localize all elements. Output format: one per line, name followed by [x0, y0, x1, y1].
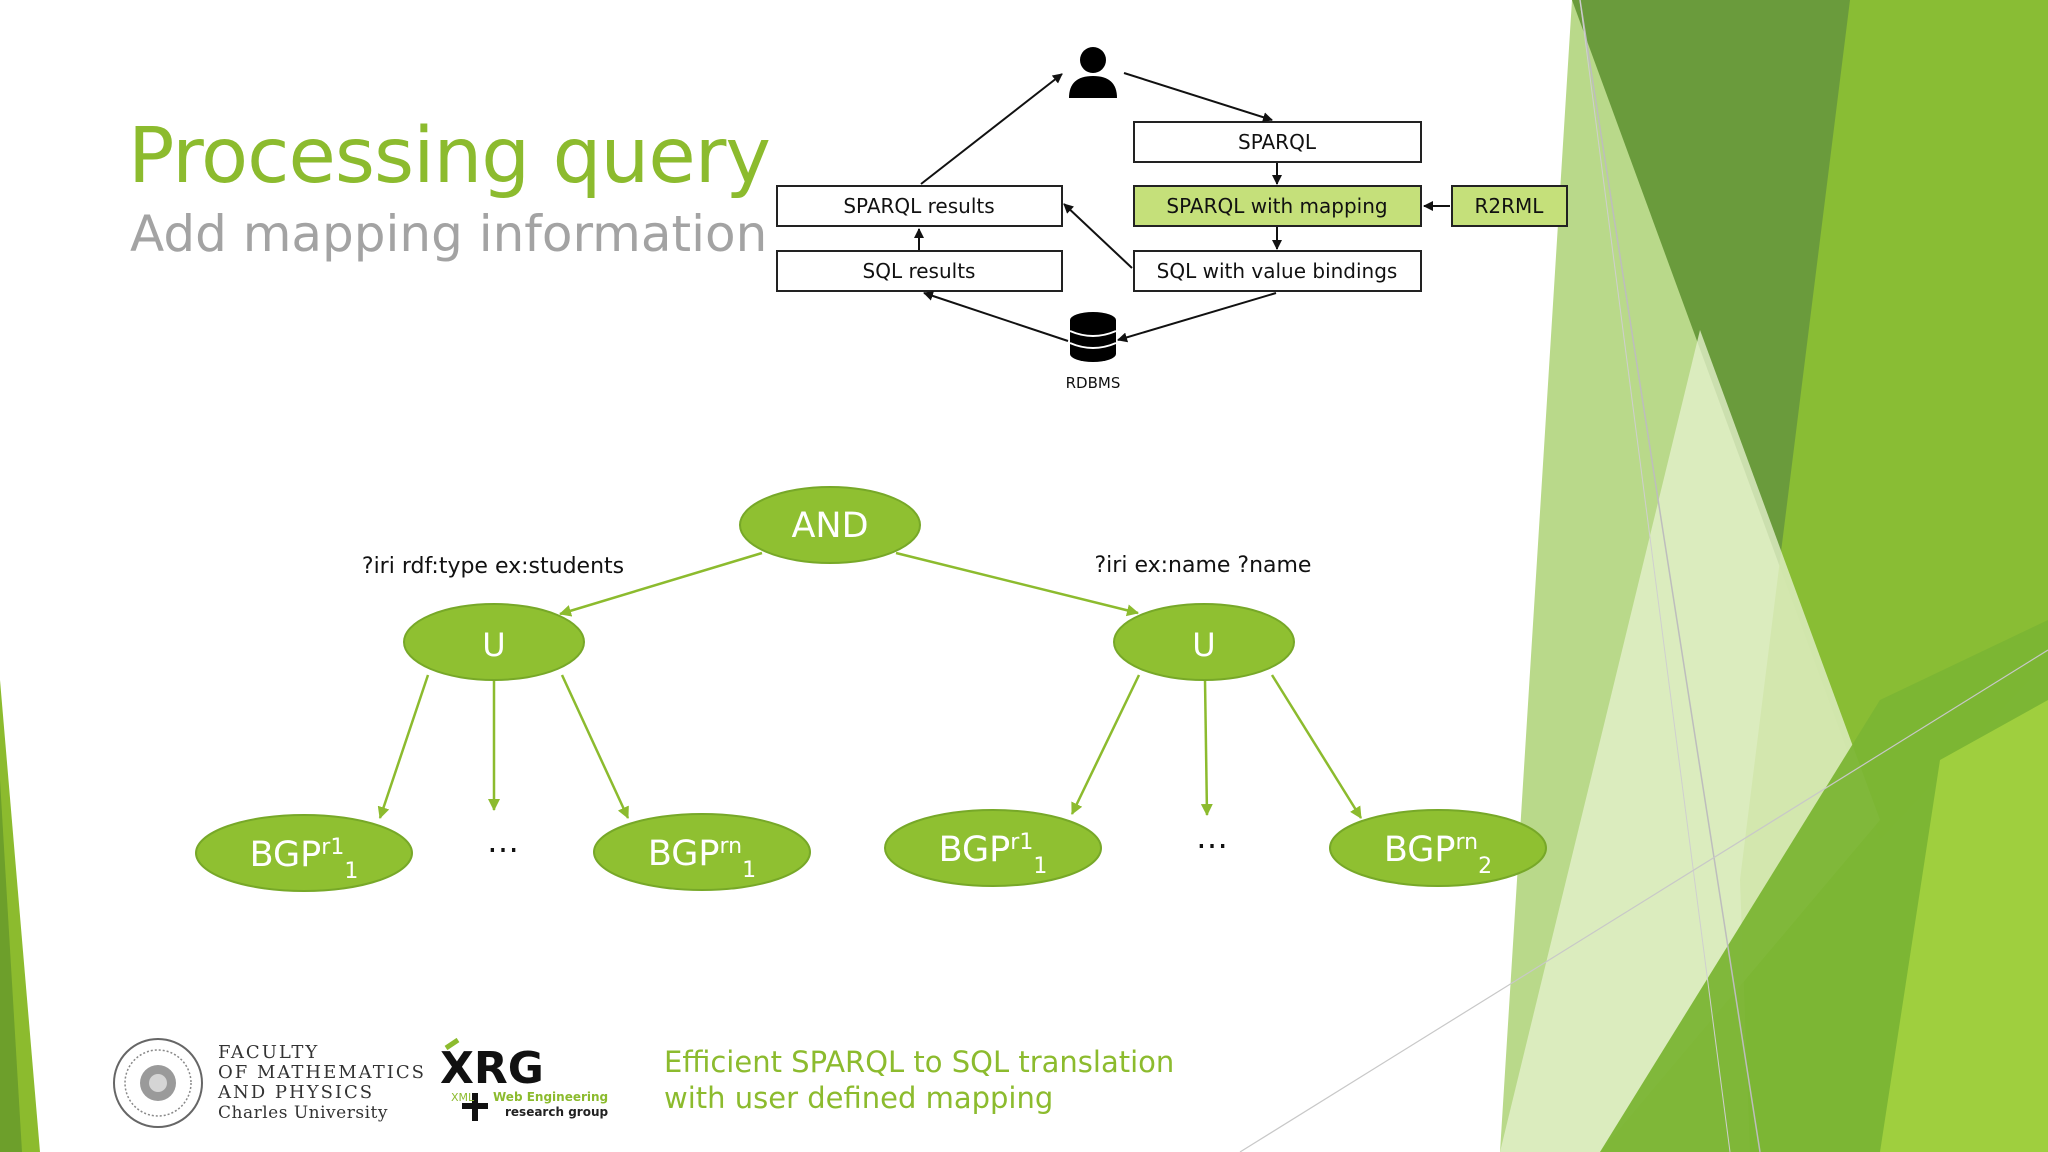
svg-text:BGPrn2: BGPrn2	[1384, 830, 1492, 879]
database-icon	[1069, 312, 1117, 362]
svg-text:BGPr11: BGPr11	[250, 835, 359, 884]
right-edge-label: ?iri ex:name ?name	[1095, 553, 1312, 578]
faculty-line-3: AND PHYSICS	[218, 1082, 375, 1103]
svg-text:AND: AND	[791, 506, 868, 546]
svg-text:BGPrn1: BGPrn1	[648, 834, 756, 883]
tree-root-and: AND	[739, 486, 921, 564]
svg-text:U: U	[1192, 626, 1215, 664]
faculty-name: FACULTY OF MATHEMATICS AND PHYSICS Charl…	[218, 1042, 426, 1124]
tree-edges	[377, 551, 1363, 819]
tagline-line-2: with user defined mapping	[664, 1081, 1054, 1115]
slide-title: Processing query	[128, 112, 771, 201]
rdbms-label: RDBMS	[1066, 374, 1121, 392]
slide-subtitle: Add mapping information	[130, 205, 768, 263]
node-sparql-with-mapping: SPARQL with mapping	[1133, 185, 1422, 227]
svg-text:SPARQL: SPARQL	[1238, 130, 1317, 154]
svg-text:SQL with value bindings: SQL with value bindings	[1157, 259, 1398, 283]
tagline-line-1: Efficient SPARQL to SQL translation	[664, 1045, 1175, 1079]
user-icon	[1069, 47, 1117, 98]
svg-text:BGPr11: BGPr11	[939, 830, 1048, 879]
node-r2rml: R2RML	[1451, 185, 1568, 227]
svg-text:R2RML: R2RML	[1475, 194, 1545, 218]
node-sql-results: SQL results	[776, 250, 1063, 292]
faculty-line-1: FACULTY	[218, 1042, 320, 1063]
ellipsis-left: …	[487, 822, 519, 860]
xrg-logo: XRG XML Web Engineering research group	[440, 1037, 608, 1121]
svg-text:XRG: XRG	[440, 1043, 544, 1094]
node-sparql: SPARQL	[1133, 121, 1422, 163]
node-sparql-results: SPARQL results	[776, 185, 1063, 227]
ellipsis-right: …	[1196, 818, 1228, 856]
left-edge-label: ?iri rdf:type ex:students	[362, 554, 624, 579]
flow-arrows	[914, 72, 1450, 343]
svg-text:SQL results: SQL results	[863, 259, 976, 283]
svg-text:U: U	[482, 626, 505, 664]
svg-text:XML: XML	[451, 1091, 475, 1104]
tree-leaf-bgp: BGPr11	[195, 814, 413, 892]
university-seal-logo	[113, 1038, 203, 1128]
tree-union-left: U	[403, 603, 585, 681]
svg-text:SPARQL with mapping: SPARQL with mapping	[1166, 194, 1387, 218]
node-sql-with-value-bindings: SQL with value bindings	[1133, 250, 1422, 292]
tree-union-right: U	[1113, 603, 1295, 681]
tree-leaf-bgp: BGPrn2	[1329, 809, 1547, 887]
svg-text:Web Engineering: Web Engineering	[493, 1090, 608, 1104]
faculty-line-2: OF MATHEMATICS	[218, 1062, 426, 1083]
tree-leaf-bgp: BGPr11	[884, 809, 1102, 887]
svg-text:SPARQL results: SPARQL results	[843, 194, 994, 218]
footer-tagline: Efficient SPARQL to SQL translation with…	[664, 1044, 1174, 1116]
svg-text:research group: research group	[505, 1105, 608, 1119]
tree-leaf-bgp: BGPrn1	[593, 813, 811, 891]
university-name: Charles University	[218, 1103, 388, 1123]
